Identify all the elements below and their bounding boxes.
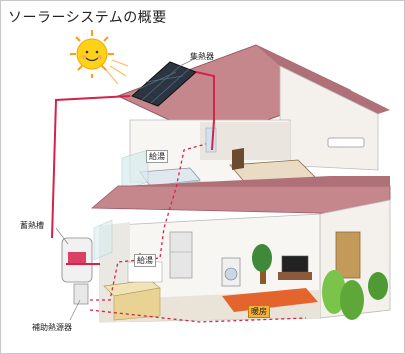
label-hot-water-lower: 給湯	[134, 254, 156, 267]
label-aux-heater: 補助熱源器	[32, 323, 72, 332]
aux-heater	[73, 283, 89, 305]
label-floor-heating: 暖房	[248, 305, 270, 318]
label-hot-water-upper: 給湯	[146, 150, 168, 163]
storage-tank	[61, 237, 93, 283]
hot-pipes	[51, 71, 215, 265]
label-collector: 集熱器	[190, 52, 214, 61]
label-storage-tank: 蓄熱槽	[20, 221, 44, 230]
diagram-title: ソーラーシステムの概要	[8, 10, 167, 26]
sun-icon	[70, 30, 129, 85]
house	[90, 44, 391, 323]
floor-heating-area	[222, 288, 318, 312]
